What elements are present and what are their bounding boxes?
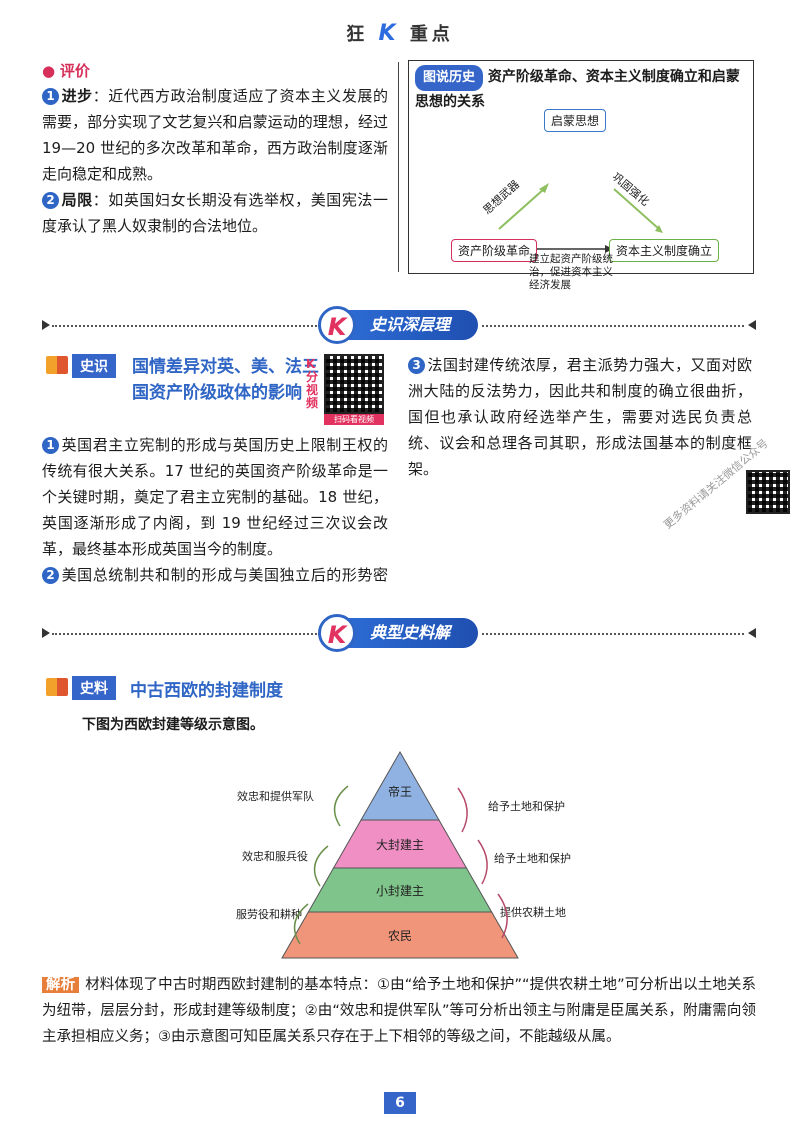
pyramid-level-label-4: 农民 (388, 929, 412, 943)
header-title-left: 狂 (346, 24, 369, 45)
evaluation-head-1: 进步 (61, 87, 93, 105)
section2-banner: 典型史料解析 (330, 618, 478, 672)
qr-code-icon[interactable] (324, 354, 384, 414)
qr-label: K分视频 (306, 357, 319, 410)
section1-line-left (52, 325, 320, 327)
side-qr-code-icon[interactable] (746, 470, 790, 514)
shizhi-point-2-start: 2美国总统制共和制的形成与美国独立后的形势密切相关。美国没有封建专制传统，独立后… (42, 562, 388, 590)
section1-arrow-left-icon (42, 320, 50, 330)
page-number: 6 (384, 1092, 416, 1114)
number-3-icon: 3 (408, 357, 425, 374)
node-enlightenment: 启蒙思想 (544, 109, 607, 132)
left-relation-arrow-3 (293, 903, 309, 945)
node-bourgeois-revolution: 资产阶级革命 (451, 239, 538, 262)
red-dot-icon: ● (42, 62, 56, 80)
pyramid-level-label-2: 大封建主 (376, 838, 424, 852)
left-relation-arrow-1 (333, 785, 349, 827)
number-1-icon: 1 (42, 437, 59, 454)
section2-arrow-right-icon (748, 628, 756, 638)
evaluation-text-2: ：如英国妇女长期没有选举权，美国宪法一度承认了黑人奴隶制的合法地位。 (42, 191, 388, 235)
pyramid-level-label-3: 小封建主 (376, 884, 424, 898)
left-relation-label-2: 效忠和服兵役 (242, 849, 308, 863)
shiliao-intro: 下图为西欧封建等级示意图。 (82, 717, 264, 733)
number-1-icon: 1 (42, 88, 59, 105)
right-relation-arrow-2 (477, 839, 488, 885)
book-icon (46, 356, 68, 374)
analysis-tag: 解析 (42, 977, 80, 993)
evaluation-text-1: ：近代西方政治制度适应了资本主义发展的需要，部分实现了文艺复兴和启蒙运动的理想，… (42, 87, 388, 183)
right-relation-label-2: 给予土地和保护 (494, 851, 571, 865)
shizhi-title: 国情差异对英、美、法三国资产阶级政体的影响 (132, 357, 319, 403)
right-relation-arrow-1 (457, 787, 468, 833)
section2-k-icon: K (318, 614, 356, 652)
shizhi-text-3: 法国封建传统浓厚，君主派势力强大，又面对欧洲大陆的反法势力，因此共和制度的确立很… (408, 356, 752, 478)
evaluation-label: 评价 (59, 62, 90, 80)
header-title-right: 重点 (409, 24, 454, 45)
section2-line-left (52, 633, 320, 635)
page-header: 狂 K 重点 (0, 20, 800, 46)
history-diagram-title: 资产阶级革命、资本主义制度确立和启蒙思想的关系 (415, 69, 740, 110)
column-divider (398, 62, 399, 272)
section2-line-right (482, 633, 744, 635)
shizhi-header: 史识 国情差异对英、美、法三国资产阶级政体的影响 K分视频 扫码看视频 (42, 352, 388, 432)
analysis-text: 材料体现了中古时期西欧封建制的基本特点：①由“给予土地和保护”“提供农耕土地”可… (42, 977, 756, 1045)
evaluation-head-2: 局限 (61, 191, 93, 209)
section1-arrow-right-icon (748, 320, 756, 330)
section1-line-right (482, 325, 744, 327)
history-diagram-header: 图说历史 资产阶级革命、资本主义制度确立和启蒙思想的关系 (409, 61, 753, 113)
section1-k-icon: K (318, 306, 356, 344)
left-relation-label-3: 服劳役和耕种 (236, 907, 302, 921)
right-relation-label-1: 给予土地和保护 (488, 799, 565, 813)
section2-arrow-left-icon (42, 628, 50, 638)
pyramid-level-label-1: 帝王 (388, 784, 412, 799)
shiliao-title: 中古西欧的封建制度 (130, 681, 283, 701)
node-capitalist-system: 资本主义制度确立 (609, 239, 720, 262)
shiliao-tag: 史料 (72, 676, 116, 700)
number-2-icon: 2 (42, 192, 59, 209)
arrow-label-bottom: 建立起资产阶级统治，促进资本主义经济发展 (529, 253, 613, 291)
analysis-section: 解析材料体现了中古时期西欧封建制的基本特点：①由“给予土地和保护”“提供农耕土地… (42, 972, 756, 1050)
book-icon (46, 678, 68, 696)
header-k-logo: K (378, 21, 400, 46)
shizhi-text-1: 英国君主立宪制的形成与英国历史上限制王权的传统有很大关系。17 世纪的英国资产阶… (42, 436, 388, 558)
history-diagram-tag: 图说历史 (415, 65, 484, 91)
shizhi-tag: 史识 (72, 354, 116, 378)
right-relation-label-3: 提供农耕土地 (500, 905, 566, 919)
feudal-pyramid-diagram: 帝王大封建主小封建主农民效忠和提供军队效忠和服兵役服劳役和耕种给予土地和保护给予… (236, 750, 571, 959)
qr-caption: 扫码看视频 (324, 414, 384, 425)
right-relation-arrow-3 (497, 893, 508, 939)
history-diagram: 图说历史 资产阶级革命、资本主义制度确立和启蒙思想的关系 启蒙思想 资产阶级革命… (408, 60, 754, 291)
left-relation-label-1: 效忠和提供军队 (237, 789, 314, 803)
pyramid-level-4 (281, 911, 519, 959)
number-2-icon: 2 (42, 567, 59, 584)
shizhi-text-2: 美国总统制共和制的形成与美国独立后的形势密切相关。美国没有封建专制传统，独立后就… (61, 566, 388, 584)
left-relation-arrow-2 (313, 845, 329, 887)
